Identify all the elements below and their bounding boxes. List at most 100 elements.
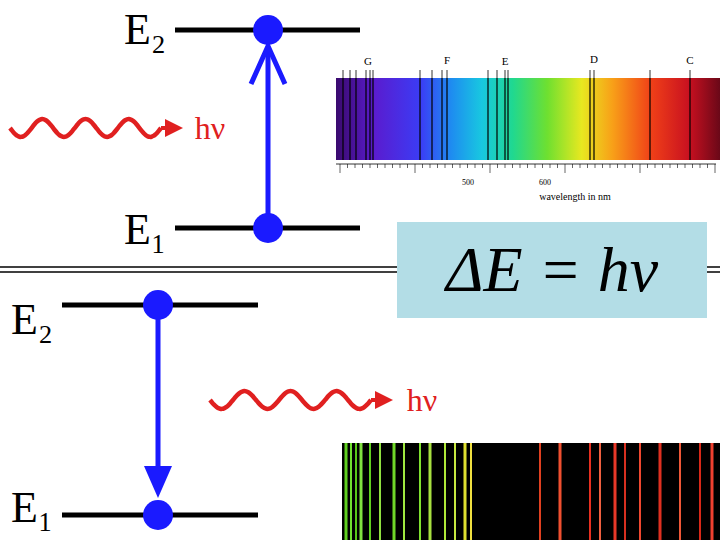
line-marker <box>442 70 443 78</box>
emission-line <box>599 443 601 540</box>
scale-tick <box>497 164 498 168</box>
emission-line <box>379 443 381 540</box>
scale-tick <box>595 164 596 168</box>
scale-tick <box>445 164 446 168</box>
transition-arrow <box>156 305 161 470</box>
line-marker <box>650 70 651 78</box>
scale-tick <box>707 164 708 168</box>
scale-number: 500 <box>462 179 474 187</box>
emission-lines <box>346 443 712 540</box>
emission-line <box>559 443 562 540</box>
scale-tick <box>347 164 348 168</box>
scale-number: 600 <box>539 179 551 187</box>
scale-tick <box>625 164 626 168</box>
scale-tick <box>602 164 603 168</box>
arrow-head <box>144 466 172 498</box>
photon-wave <box>10 119 183 137</box>
scale-tick <box>550 164 551 168</box>
fraunhofer-letter: C <box>686 55 693 66</box>
scale-tick <box>580 164 581 168</box>
scale-tick <box>587 164 588 168</box>
scale-tick <box>647 164 648 168</box>
axis-title: wavelength in nm <box>539 192 611 202</box>
equation-text: ΔE = hν <box>446 235 658 305</box>
wave-path <box>210 391 371 409</box>
absorption-lines <box>343 70 690 160</box>
emission-line <box>393 443 396 540</box>
line-marker <box>690 70 691 78</box>
scale-tick <box>490 164 491 173</box>
absorption-spectrum <box>336 78 720 160</box>
emission-line <box>345 443 348 540</box>
line-marker <box>420 70 421 78</box>
fraunhofer-letter: F <box>444 55 450 66</box>
scale-tick <box>512 164 513 168</box>
photon-label: hν <box>407 384 437 416</box>
emission-line <box>454 443 456 540</box>
emission-line <box>639 443 641 540</box>
emission-line <box>711 443 714 540</box>
electron-dot <box>253 213 283 243</box>
scale-tick <box>542 164 543 168</box>
scale-tick <box>715 164 716 173</box>
absorption-line <box>507 78 508 160</box>
scale-tick <box>685 164 686 168</box>
scale-tick <box>572 164 573 168</box>
scale-tick <box>632 164 633 168</box>
level-label: E₁ <box>124 208 166 252</box>
absorption-line <box>355 78 356 160</box>
scale-tick <box>430 164 431 168</box>
emission-line <box>419 443 421 540</box>
scale-tick <box>460 164 461 168</box>
absorption-line <box>342 78 343 160</box>
emission-line <box>350 443 352 540</box>
absorption-line <box>496 78 497 160</box>
emission-line <box>679 443 681 540</box>
scale-tick <box>505 164 506 168</box>
level-label: E₂ <box>124 8 166 52</box>
scale-tick <box>662 164 663 168</box>
absorption-line <box>446 78 447 160</box>
scale-tick <box>355 164 356 168</box>
scale-tick <box>617 164 618 168</box>
absorption-line <box>689 78 690 160</box>
emission-line <box>369 443 371 540</box>
emission-line <box>624 443 626 540</box>
line-marker <box>343 70 344 78</box>
line-marker <box>590 70 591 78</box>
emission-line <box>429 443 432 540</box>
scale-tick <box>377 164 378 168</box>
scale-axis <box>336 164 716 165</box>
line-marker <box>594 70 595 78</box>
line-marker <box>432 70 433 78</box>
absorption-line <box>349 78 350 160</box>
scale-tick <box>415 164 416 173</box>
scale-tick <box>610 164 611 168</box>
absorption-line <box>441 78 442 160</box>
scale-tick <box>640 164 641 173</box>
scale-tick <box>527 164 528 168</box>
emission-line <box>360 443 363 540</box>
photon-label: hν <box>195 112 225 144</box>
scale-tick <box>670 164 671 168</box>
equation-box: ΔE = hν <box>397 222 707 318</box>
level-label: E₂ <box>11 298 53 342</box>
line-marker <box>370 70 371 78</box>
emission-spectrum <box>342 443 720 540</box>
scale-tick <box>392 164 393 168</box>
scale-tick <box>370 164 371 168</box>
emission-line <box>589 443 591 540</box>
absorption-line <box>589 78 590 160</box>
scale-tick <box>385 164 386 168</box>
scale-tick <box>400 164 401 168</box>
absorption-line <box>504 78 505 160</box>
fraunhofer-letter: E <box>502 56 509 67</box>
absorption-line <box>365 78 366 160</box>
absorption-line <box>649 78 650 160</box>
line-marker <box>373 70 374 78</box>
line-marker <box>508 70 509 78</box>
line-marker <box>366 70 367 78</box>
scale-tick <box>467 164 468 168</box>
wave-path <box>10 119 161 137</box>
scale-tick <box>482 164 483 168</box>
